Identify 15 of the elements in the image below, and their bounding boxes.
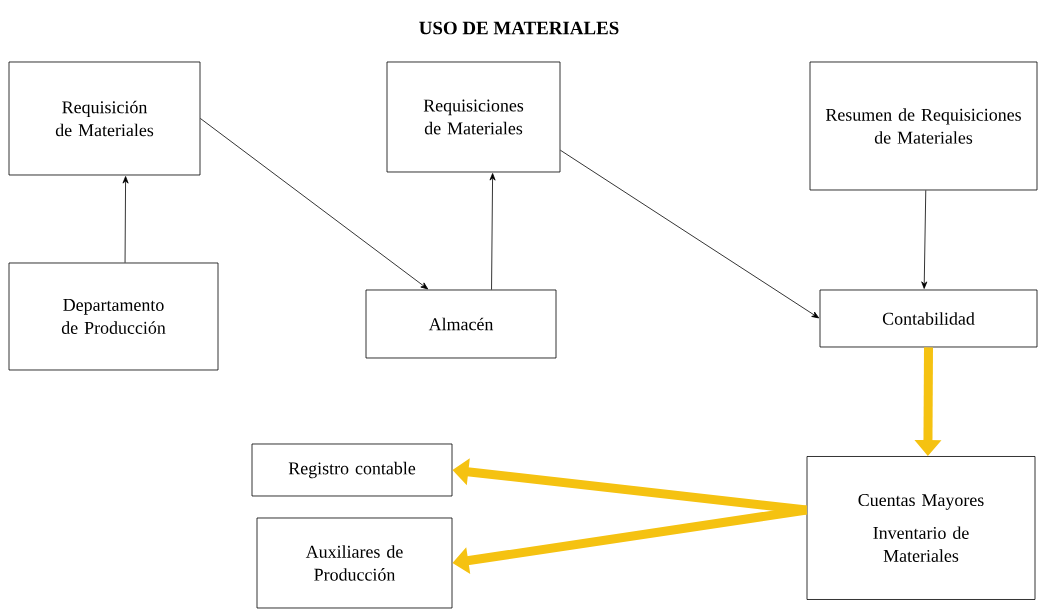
arrow <box>921 190 928 289</box>
process-box: Registro contable <box>251 443 453 497</box>
process-box: Cuentas Mayores Inventario de Materiales <box>806 456 1036 600</box>
title: USO DE MATERIALES <box>419 21 619 35</box>
process-box: Resumen de Requisiciones de Materiales <box>809 61 1038 191</box>
process-box: Requisición de Materiales <box>8 61 201 176</box>
arrow <box>489 173 496 290</box>
process-box: Auxiliares de Producción <box>256 517 453 609</box>
arrow <box>122 176 129 263</box>
process-box: Requisiciones de Materiales <box>386 61 561 173</box>
arrow <box>560 149 820 319</box>
process-box: Almacén <box>365 289 557 359</box>
process-box: Contabilidad <box>819 289 1038 348</box>
process-box: Departamento de Producción <box>8 262 219 371</box>
arrow <box>200 118 429 290</box>
